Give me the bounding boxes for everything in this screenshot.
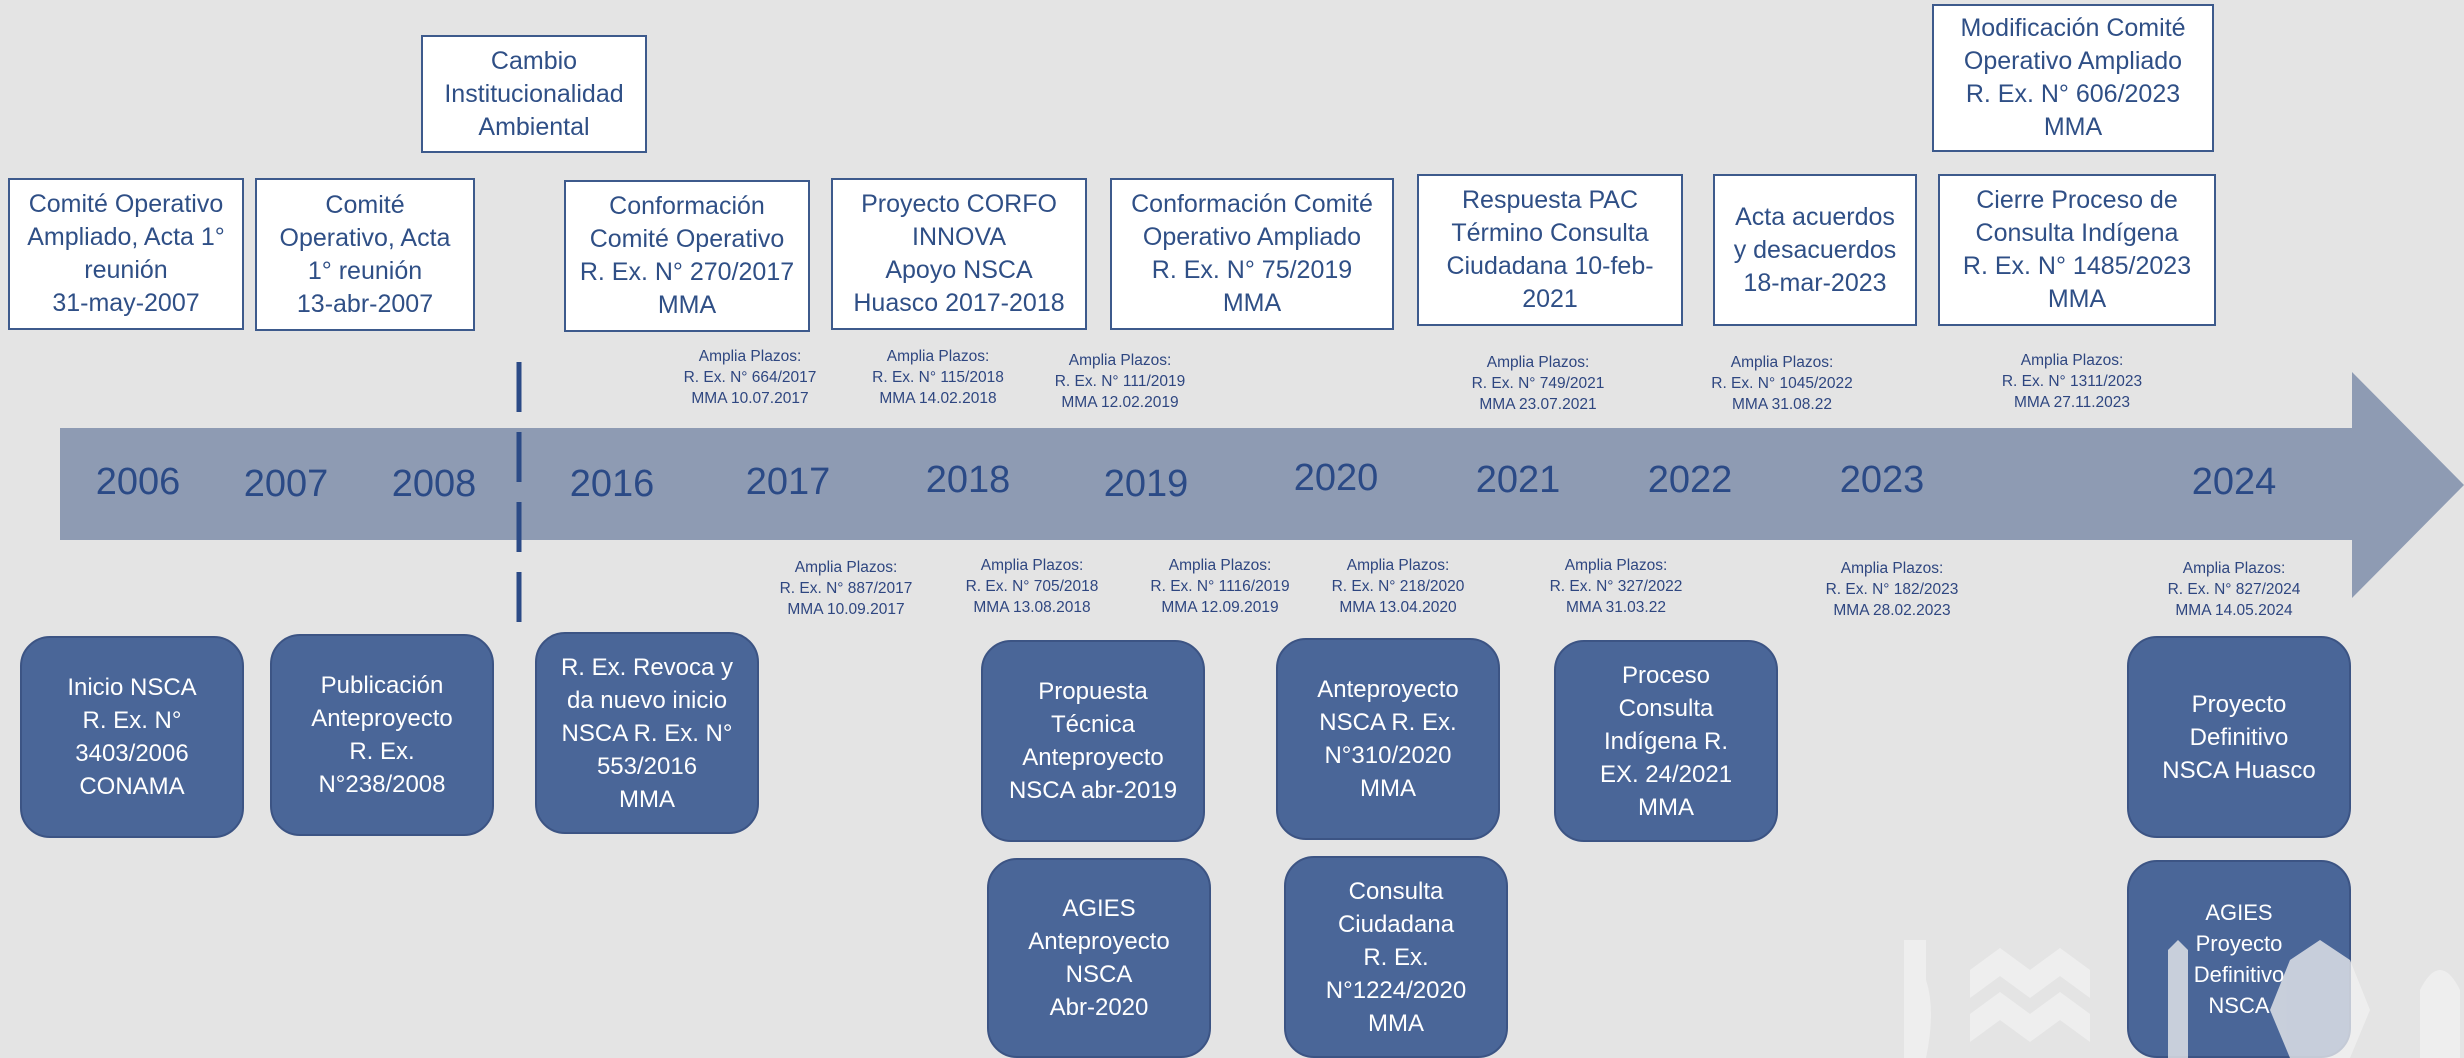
year-label: 2017 — [745, 461, 831, 503]
plazo-note: Amplia Plazos: R. Ex. N° 664/2017 MMA 10… — [683, 348, 817, 407]
watermark-logo — [1904, 940, 2460, 1058]
event-box: AGIES Anteproyecto NSCA Abr-2020 — [987, 858, 1211, 1058]
year-label: 2023 — [1839, 459, 1925, 501]
milestone-box: Acta acuerdos y desacuerdos 18-mar-2023 — [1713, 174, 1917, 326]
event-box: Proceso Consulta Indígena R. EX. 24/2021… — [1554, 640, 1778, 842]
plazo-note: Amplia Plazos: R. Ex. N° 1116/2019 MMA 1… — [1150, 557, 1290, 616]
year-label: 2022 — [1647, 459, 1733, 501]
event-box: R. Ex. Revoca y da nuevo inicio NSCA R. … — [535, 632, 759, 834]
period-divider — [516, 362, 522, 637]
milestone-box: Conformación Comité Operativo Ampliado R… — [1110, 178, 1394, 330]
year-label: 2007 — [243, 463, 329, 505]
year-label: 2024 — [2191, 461, 2277, 503]
plazo-note: Amplia Plazos: R. Ex. N° 705/2018 MMA 13… — [965, 557, 1099, 616]
timeline-arrow-shape — [60, 372, 2464, 598]
year-label: 2008 — [391, 463, 477, 505]
plazo-note: Amplia Plazos: R. Ex. N° 887/2017 MMA 10… — [779, 559, 913, 618]
year-label: 2006 — [95, 461, 181, 503]
plazo-note: Amplia Plazos: R. Ex. N° 327/2022 MMA 31… — [1549, 557, 1683, 616]
plazo-note: Amplia Plazos: R. Ex. N° 1045/2022 MMA 3… — [1711, 354, 1853, 413]
milestone-box: Cambio Institucionalidad Ambiental — [421, 35, 647, 153]
year-label: 2021 — [1475, 459, 1561, 501]
plazo-note: Amplia Plazos: R. Ex. N° 182/2023 MMA 28… — [1825, 560, 1959, 619]
year-label: 2018 — [925, 459, 1011, 501]
year-label: 2020 — [1293, 457, 1379, 499]
plazo-note: Amplia Plazos: R. Ex. N° 218/2020 MMA 13… — [1331, 557, 1465, 616]
event-box: Publicación Anteproyecto R. Ex. N°238/20… — [270, 634, 494, 836]
event-box: Inicio NSCA R. Ex. N° 3403/2006 CONAMA — [20, 636, 244, 838]
event-box: Anteproyecto NSCA R. Ex. N°310/2020 MMA — [1276, 638, 1500, 840]
year-label: 2016 — [569, 463, 655, 505]
milestone-box: Modificación Comité Operativo Ampliado R… — [1932, 4, 2214, 152]
milestone-box: Comité Operativo Ampliado, Acta 1° reuni… — [8, 178, 244, 330]
plazo-note: Amplia Plazos: R. Ex. N° 115/2018 MMA 14… — [872, 348, 1004, 407]
year-label: 2019 — [1103, 463, 1189, 505]
plazo-note: Amplia Plazos: R. Ex. N° 827/2024 MMA 14… — [2167, 560, 2301, 619]
milestone-box: Cierre Proceso de Consulta Indígena R. E… — [1938, 174, 2216, 326]
milestone-box: Conformación Comité Operativo R. Ex. N° … — [564, 180, 810, 332]
event-box: Propuesta Técnica Anteproyecto NSCA abr-… — [981, 640, 1205, 842]
milestone-box: Comité Operativo, Acta 1° reunión 13-abr… — [255, 178, 475, 331]
plazo-note: Amplia Plazos: R. Ex. N° 1311/2023 MMA 2… — [2001, 352, 2143, 411]
plazo-note: Amplia Plazos: R. Ex. N° 111/2019 MMA 12… — [1054, 352, 1186, 411]
event-box: Proyecto Definitivo NSCA Huasco — [2127, 636, 2351, 838]
event-box: Consulta Ciudadana R. Ex. N°1224/2020 MM… — [1284, 856, 1508, 1058]
milestone-box: Proyecto CORFO INNOVA Apoyo NSCA Huasco … — [831, 178, 1087, 330]
milestone-box: Respuesta PAC Término Consulta Ciudadana… — [1417, 174, 1683, 326]
plazo-note: Amplia Plazos: R. Ex. N° 749/2021 MMA 23… — [1471, 354, 1605, 413]
